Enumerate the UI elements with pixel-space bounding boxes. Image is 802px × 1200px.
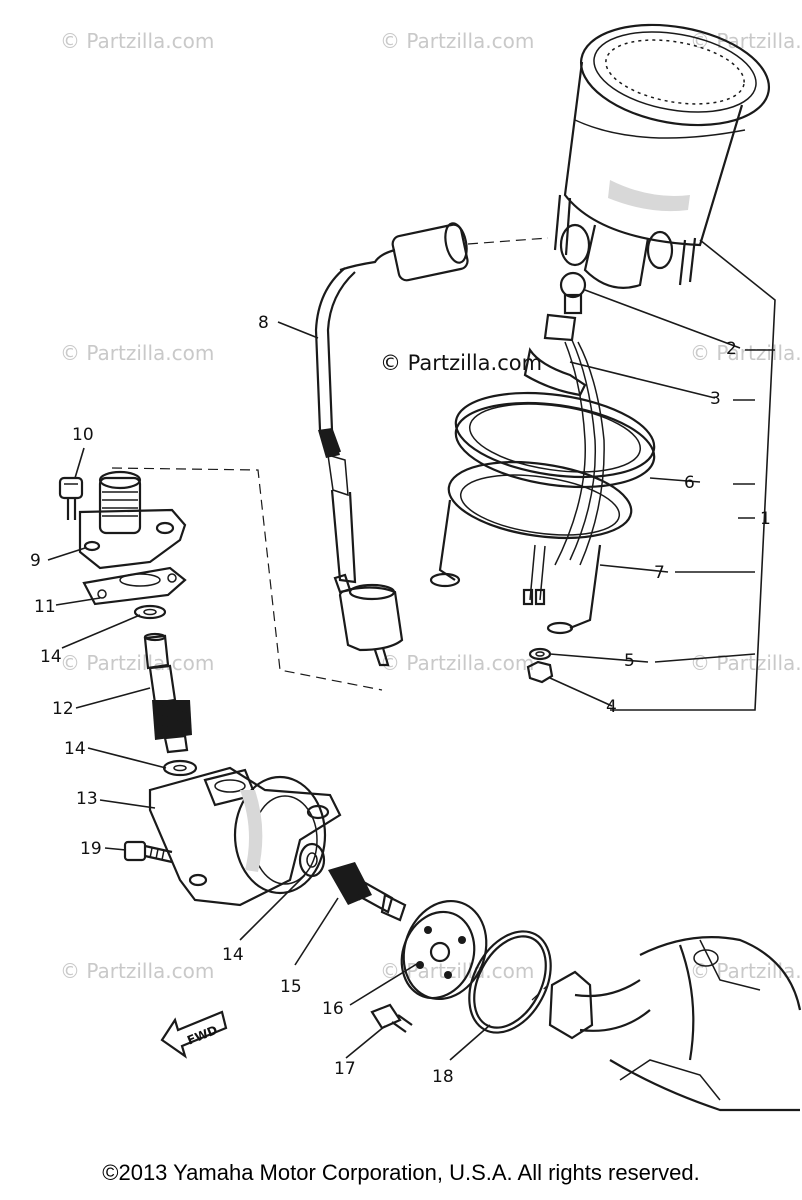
gasket[interactable] <box>82 566 187 606</box>
callout-3: 3 <box>710 389 721 409</box>
drive-plate[interactable] <box>390 889 500 1010</box>
thrust-washer-middle[interactable] <box>162 759 198 777</box>
callout-7: 7 <box>654 563 665 583</box>
drive-gear[interactable] <box>328 862 407 922</box>
callout-18: 18 <box>432 1067 454 1087</box>
forward-arrow: FWD <box>160 1010 228 1059</box>
bolt-19[interactable] <box>123 840 173 864</box>
callout-16: 16 <box>322 999 344 1019</box>
watermark: © Partzilla.com <box>690 341 802 365</box>
callout-9: 9 <box>30 551 41 571</box>
callout-14-upper: 14 <box>40 647 62 667</box>
thrust-washer-lower[interactable] <box>298 842 326 878</box>
meter-bracket[interactable] <box>429 452 636 635</box>
bolt-10[interactable] <box>58 476 84 520</box>
callout-11: 11 <box>34 597 56 617</box>
lamp-socket[interactable] <box>523 313 605 566</box>
callout-1: 1 <box>760 509 771 529</box>
callout-6: 6 <box>684 473 695 493</box>
callout-14-middle: 14 <box>64 739 86 759</box>
watermark: © Partzilla.com <box>60 959 214 983</box>
screw[interactable] <box>370 1003 413 1033</box>
speedometer-cable[interactable] <box>314 221 470 667</box>
gear-housing[interactable] <box>148 766 342 907</box>
callout-13: 13 <box>76 789 98 809</box>
callout-labels: 1 2 3 4 5 6 7 8 9 10 11 12 13 14 14 14 1… <box>30 313 771 1087</box>
watermark: © Partzilla.com <box>380 651 534 675</box>
callout-14-lower: 14 <box>222 945 244 965</box>
callout-5: 5 <box>624 651 635 671</box>
leader-lines <box>47 239 776 1061</box>
speedometer-assembly[interactable] <box>553 11 777 289</box>
alignment-lines <box>111 237 549 1001</box>
center-watermark: © Partzilla.com <box>380 351 542 375</box>
callout-15: 15 <box>280 977 302 997</box>
fwd-label: FWD <box>185 1023 219 1048</box>
callout-2: 2 <box>726 339 737 359</box>
wheel-hub <box>548 936 802 1112</box>
callout-12: 12 <box>52 699 74 719</box>
callout-17: 17 <box>334 1059 356 1079</box>
cushion-ring[interactable] <box>450 381 659 498</box>
callout-4: 4 <box>606 697 617 717</box>
driven-gear[interactable] <box>143 632 192 754</box>
thrust-washer-upper[interactable] <box>133 604 167 620</box>
hex-nut[interactable] <box>526 660 554 684</box>
callout-19: 19 <box>80 839 102 859</box>
lamp-bulb[interactable] <box>559 271 587 315</box>
watermark-group: © Partzilla.com © Partzilla.com © Partzi… <box>60 29 802 983</box>
watermark: © Partzilla.com <box>380 29 534 53</box>
drive-gear-housing[interactable] <box>78 470 187 570</box>
callout-8: 8 <box>258 313 269 333</box>
callout-10: 10 <box>72 425 94 445</box>
watermark: © Partzilla.com <box>60 29 214 53</box>
watermark: © Partzilla.com <box>690 959 802 983</box>
watermark: © Partzilla.com <box>60 341 214 365</box>
watermark: © Partzilla.com <box>60 651 214 675</box>
copyright-notice: ©2013 Yamaha Motor Corporation, U.S.A. A… <box>102 1160 700 1185</box>
